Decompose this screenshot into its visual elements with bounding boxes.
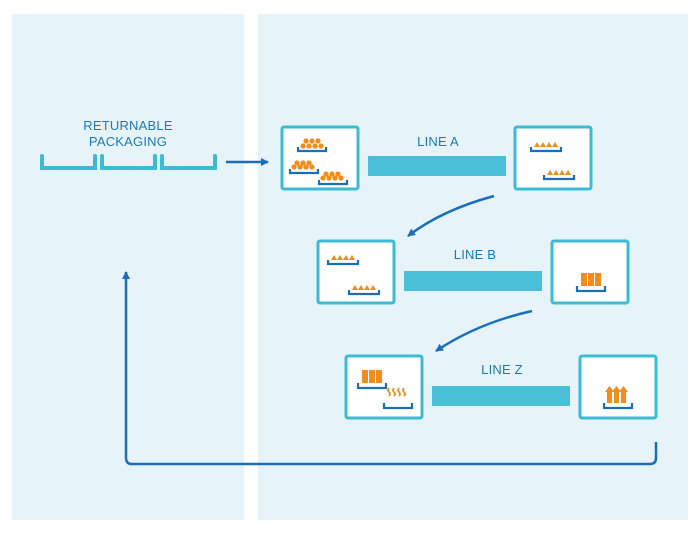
flow-arrow-b-to-z — [435, 309, 533, 353]
station-line-b-output — [550, 239, 630, 305]
triangle-parts-tray-icon — [529, 142, 576, 181]
conveyor-line-a — [368, 156, 506, 176]
arrow-parts-tray-icon — [602, 386, 634, 410]
empty-tray-icon — [100, 154, 157, 170]
line-z-label: LINE Z — [481, 362, 523, 377]
empty-tray-icon — [40, 154, 97, 170]
returnable-label-line1: RETURNABLE — [83, 118, 173, 133]
triangle-parts-tray-icon — [326, 255, 381, 296]
returnable-trays — [40, 154, 217, 170]
line-a-label: LINE A — [417, 134, 459, 149]
left-panel — [12, 14, 244, 520]
conveyor-line-z — [432, 386, 570, 406]
station-line-z-output — [578, 354, 658, 420]
station-line-b-input — [316, 239, 396, 305]
block-parts-tray-icon — [575, 273, 607, 293]
returnable-label-line2: PACKAGING — [88, 134, 168, 149]
station-line-a-input — [280, 125, 360, 191]
stacked-round-parts-icon — [288, 138, 349, 186]
return-loop-arrow — [122, 271, 658, 466]
returnable-packaging-label: RETURNABLE PACKAGING — [68, 118, 188, 150]
empty-tray-icon — [160, 154, 217, 170]
flow-arrow-a-to-b — [407, 194, 495, 237]
line-b-label: LINE B — [453, 247, 497, 262]
station-line-a-output — [513, 125, 593, 191]
block-and-coil-parts-icon — [356, 370, 414, 410]
conveyor-line-b — [404, 271, 542, 291]
